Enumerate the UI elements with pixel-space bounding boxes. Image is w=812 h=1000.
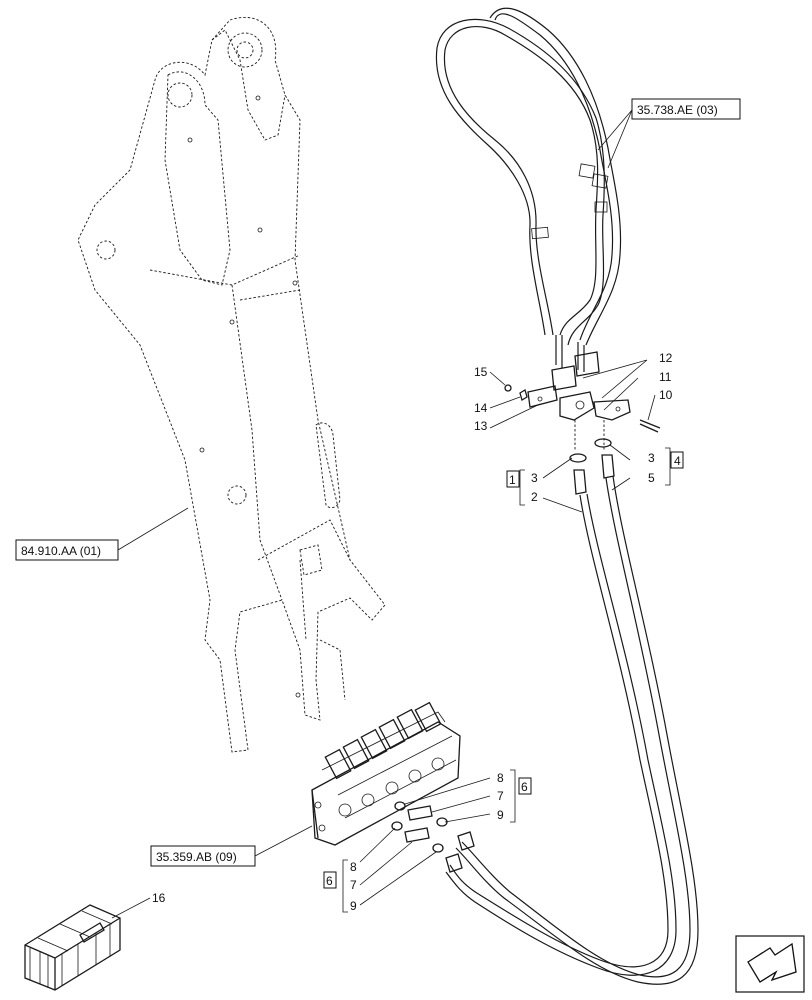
- callout-1: 1: [509, 473, 516, 487]
- callout-8a: 8: [497, 771, 504, 785]
- kit-crate-icon: [24, 904, 121, 991]
- ref-box-hoses-upper[interactable]: 35.738.AE (03): [631, 98, 741, 120]
- callout-11: 11: [659, 370, 672, 384]
- next-page-arrow-icon[interactable]: [735, 935, 805, 993]
- control-valve-block: [311, 701, 461, 853]
- ref-label-hoses-upper: 35.738.AE (03): [637, 103, 718, 117]
- ref-label-boom: 84.910.AA (01): [21, 544, 101, 558]
- callout-6a: 6: [521, 780, 528, 794]
- callout-14: 14: [474, 401, 488, 415]
- callout-box-6b: [323, 871, 337, 889]
- callout-numbers: 1 2 3 3 4 5 6 6 7 7 8 8 9 9 10 11 12 13 …: [152, 351, 681, 913]
- ref-box-boom[interactable]: 84.910.AA (01): [15, 539, 119, 561]
- callout-4: 4: [674, 454, 681, 468]
- callout-6b: 6: [326, 874, 333, 888]
- lower-hoses: [445, 438, 699, 985]
- upper-hose-loop: [435, 7, 622, 372]
- callout-16: 16: [152, 891, 166, 905]
- ref-label-valve: 35.359.AB (09): [156, 850, 237, 864]
- callout-3a: 3: [531, 471, 538, 485]
- boom-arm-outline: [77, 16, 386, 753]
- callout-15: 15: [474, 365, 488, 379]
- callout-box-1: [506, 470, 520, 488]
- callout-box-4: [670, 451, 684, 469]
- callout-9a: 9: [497, 808, 504, 822]
- callout-3b: 3: [648, 451, 655, 465]
- callout-5: 5: [648, 471, 655, 485]
- callout-10: 10: [659, 388, 673, 402]
- callout-7b: 7: [350, 878, 357, 892]
- reference-leaders: [111, 109, 656, 919]
- callout-12: 12: [659, 351, 673, 365]
- callout-8b: 8: [350, 860, 357, 874]
- callout-2: 2: [531, 490, 538, 504]
- callout-9b: 9: [350, 899, 357, 913]
- callout-brackets: [342, 447, 671, 913]
- ref-box-valve[interactable]: 35.359.AB (09): [150, 845, 256, 867]
- callout-7a: 7: [497, 789, 504, 803]
- clamp-bracket-assembly: [504, 351, 661, 450]
- callout-13: 13: [474, 419, 488, 433]
- callout-box-6a: [518, 777, 532, 795]
